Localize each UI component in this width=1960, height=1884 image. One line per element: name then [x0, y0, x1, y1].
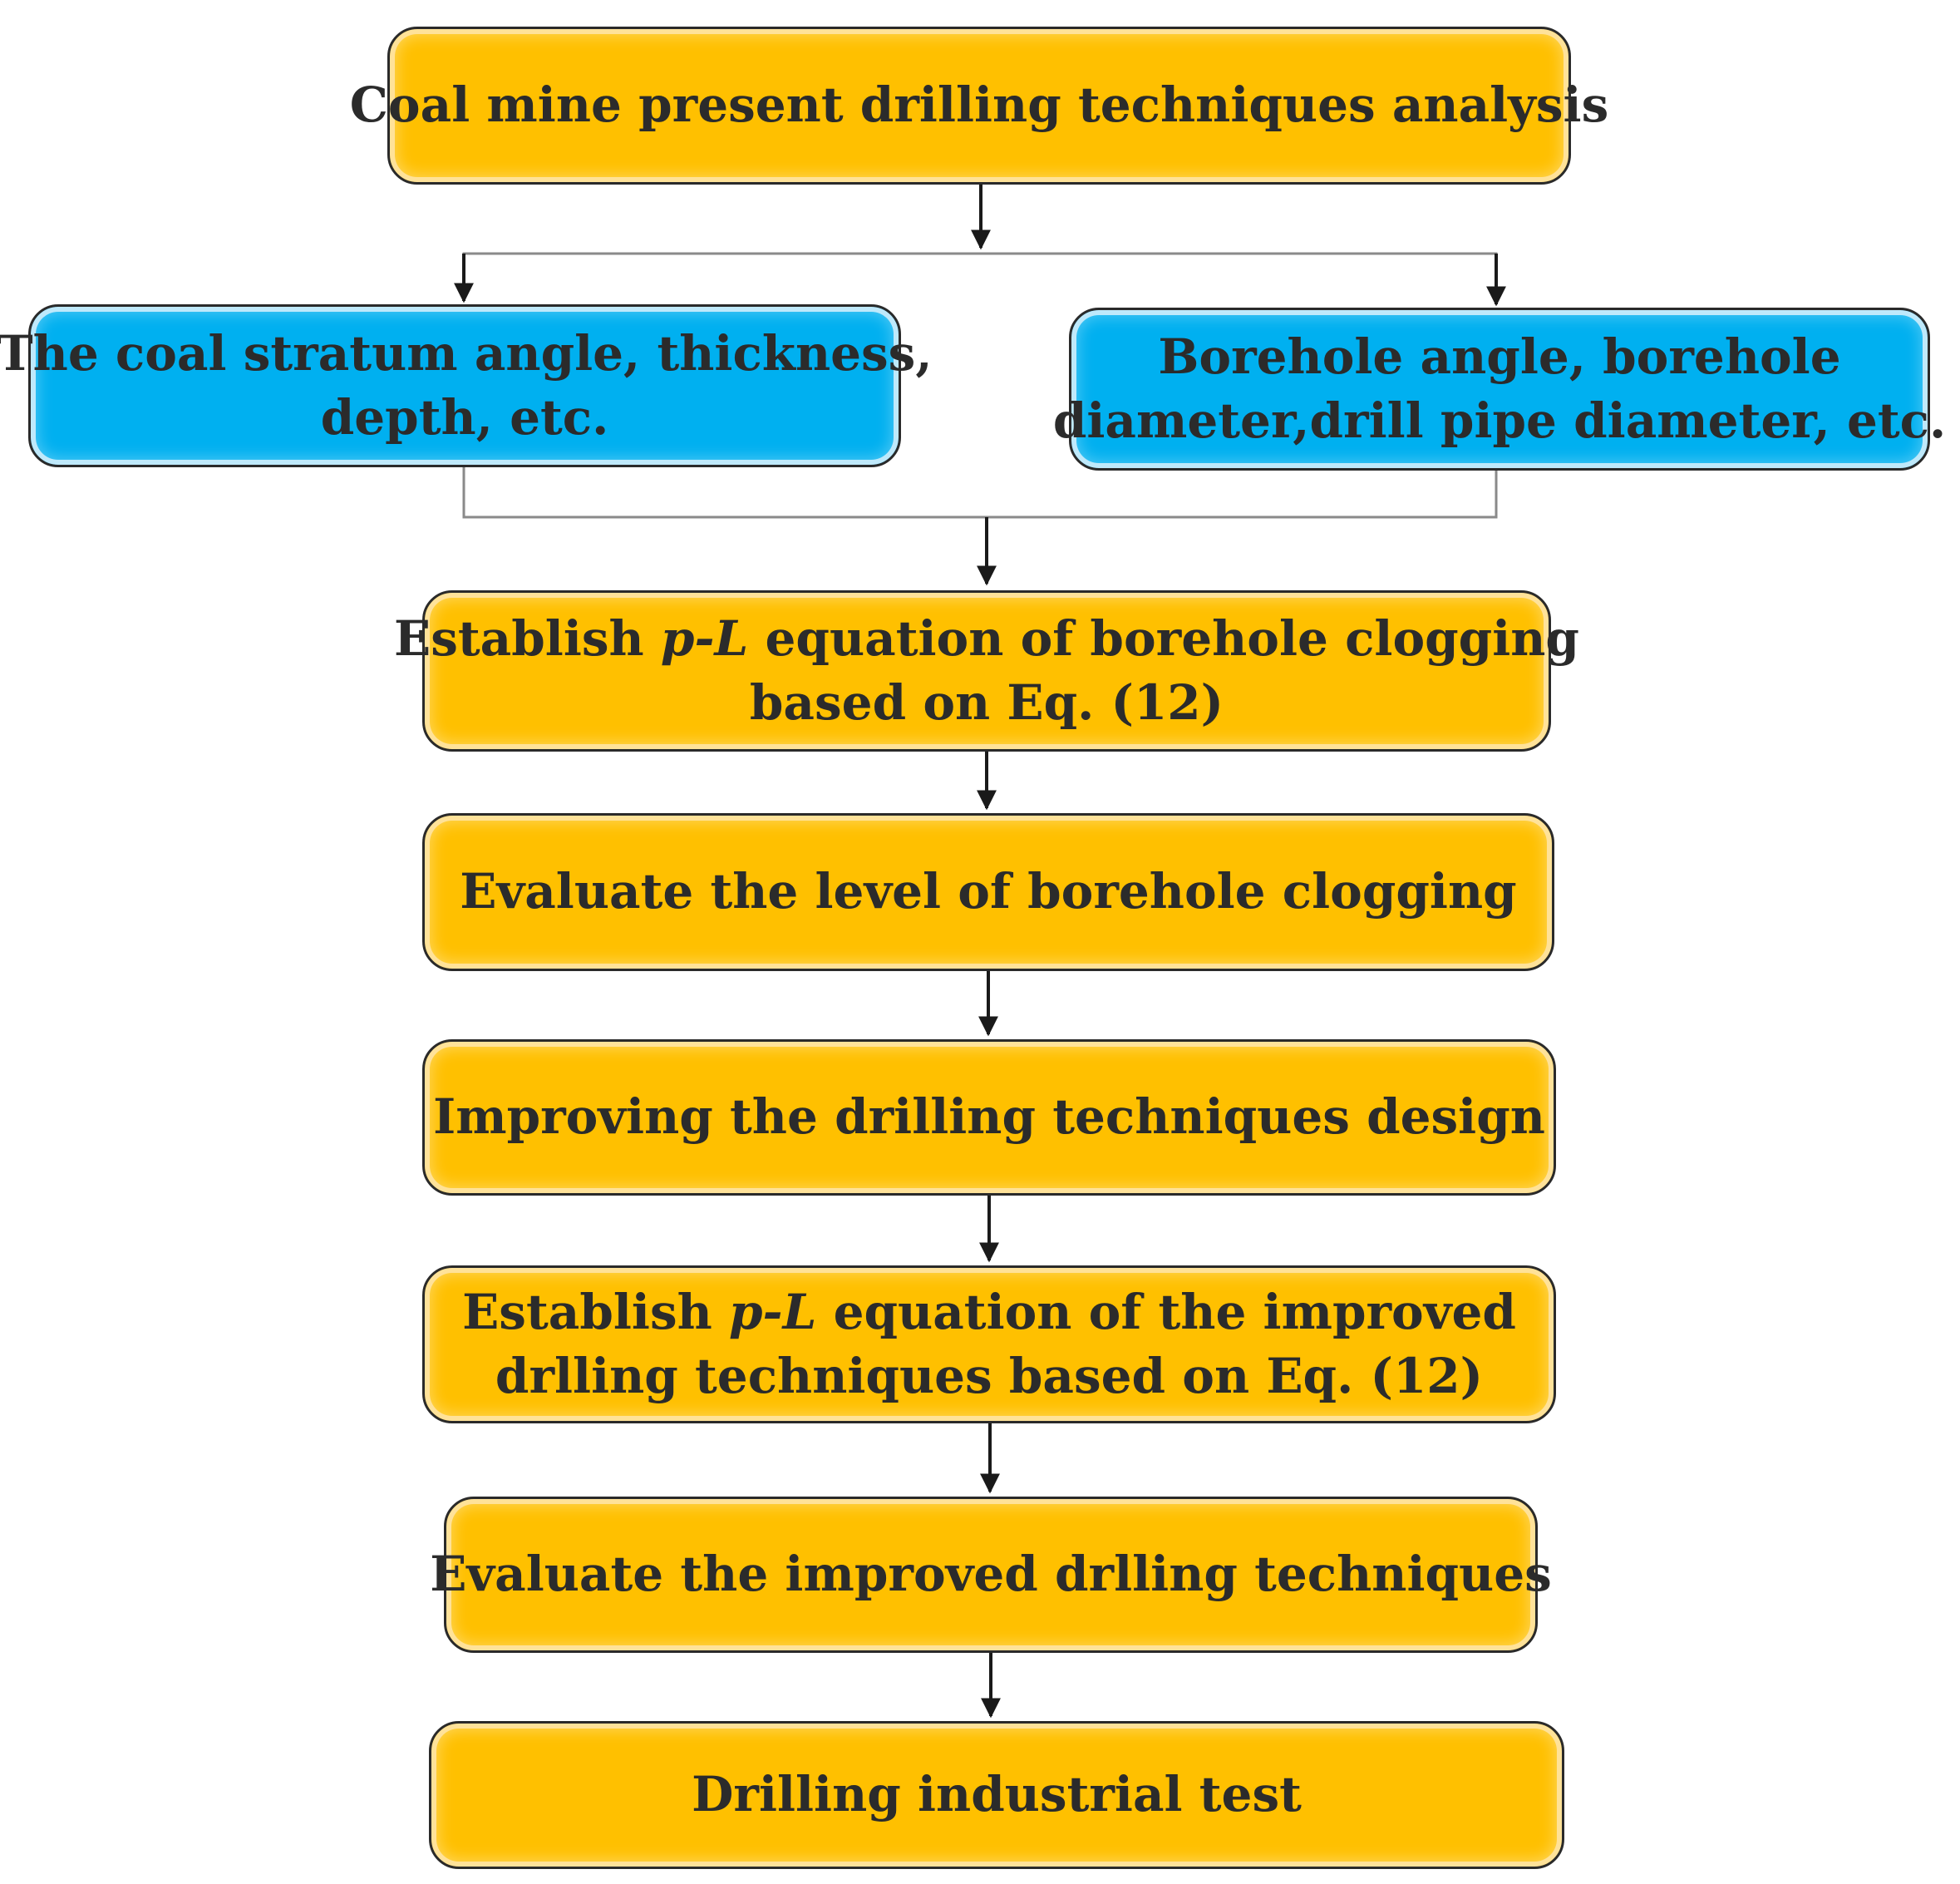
- node-evaluate-clogging-level: Evaluate the level of borehole clogging: [422, 813, 1554, 971]
- connector-merge-horizontal: [462, 467, 1498, 519]
- node-label: Drilling industrial test: [692, 1766, 1302, 1823]
- node-label-line1: Establish p-L equation of borehole clogg…: [394, 609, 1579, 667]
- node-industrial-test: Drilling industrial test: [429, 1721, 1564, 1869]
- node-label: Evaluate the level of borehole clogging: [460, 863, 1517, 920]
- node-evaluate-improved-techniques: Evaluate the improved drlling techniques: [430, 1497, 1552, 1653]
- node-label-line2: based on Eq. (12): [749, 674, 1224, 731]
- node-improve-techniques-design: Improving the drilling techniques design: [422, 1039, 1556, 1196]
- node-label-line1: Establish p-L equation of the improved: [462, 1283, 1516, 1340]
- variable-pl: p-L: [660, 609, 749, 667]
- connector-split-horizontal: [462, 252, 1498, 287]
- variable-pl: p-L: [728, 1283, 817, 1340]
- node-coal-stratum-parameters: The coal stratum angle, thickness, depth…: [0, 304, 933, 467]
- node-label-line2: diameter,drill pipe diameter, etc.: [1052, 392, 1947, 449]
- node-label-line2: depth, etc.: [320, 389, 609, 446]
- node-label-line2: drlling techniques based on Eq. (12): [495, 1348, 1484, 1404]
- node-borehole-parameters: Borehole angle, borehole diameter,drill …: [1053, 308, 1946, 471]
- node-label-line1: Borehole angle, borehole: [1158, 328, 1841, 385]
- node-establish-pl-equation-clogging: Establish p-L equation of borehole clogg…: [394, 590, 1579, 752]
- node-label-line1: The coal stratum angle, thickness,: [0, 324, 933, 382]
- node-label: Improving the drilling techniques design: [433, 1088, 1545, 1146]
- node-label: Coal mine present drilling techniques an…: [349, 76, 1609, 134]
- node-establish-pl-equation-improved: Establish p-L equation of the improved d…: [422, 1265, 1556, 1423]
- node-present-techniques-analysis: Coal mine present drilling techniques an…: [350, 27, 1608, 185]
- node-label: Evaluate the improved drlling techniques: [430, 1546, 1552, 1603]
